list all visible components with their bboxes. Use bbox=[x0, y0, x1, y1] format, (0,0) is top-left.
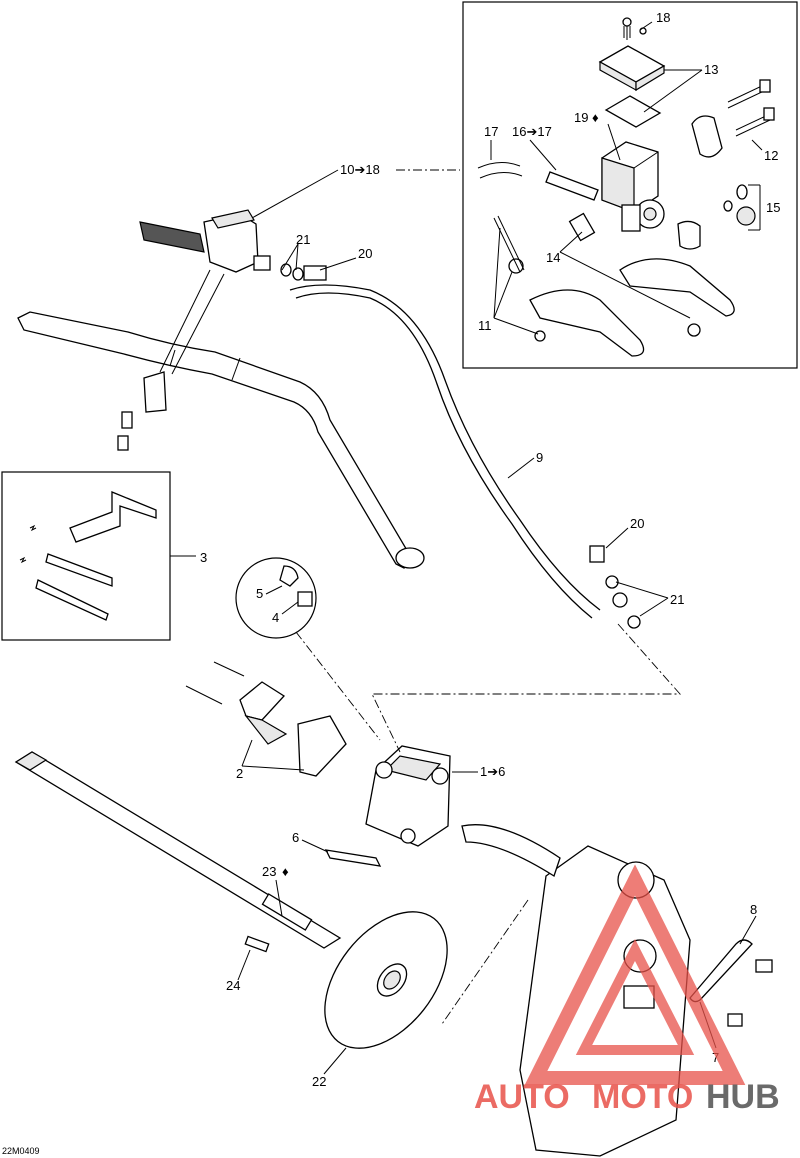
label-22: 22 bbox=[312, 1074, 326, 1089]
part-15-piston-kit bbox=[677, 184, 756, 250]
diagram-code: 22M0409 bbox=[2, 1146, 40, 1156]
label-19: 19 bbox=[574, 110, 588, 125]
brake-hose bbox=[289, 284, 601, 619]
label-11: 11 bbox=[478, 318, 492, 333]
label-15: 15 bbox=[766, 200, 780, 215]
automotohub-watermark: AUTO MOTO HUB bbox=[474, 864, 780, 1116]
caliper-assembly bbox=[324, 745, 451, 867]
master-cylinder-assembly bbox=[117, 209, 271, 451]
part-17-brake-switch bbox=[477, 162, 596, 242]
label-23: 23 bbox=[262, 864, 276, 879]
part-3-pin-kit-box bbox=[1, 471, 196, 641]
label-2: 2 bbox=[236, 766, 243, 781]
label-18: 18 bbox=[656, 10, 670, 25]
label-20-upper: 20 bbox=[358, 246, 372, 261]
part-22-brake-disc bbox=[324, 911, 448, 1049]
label-21-upper: 21 bbox=[296, 232, 310, 247]
label-17: 17 bbox=[484, 124, 498, 139]
label-5: 5 bbox=[256, 586, 263, 601]
part-12-clamp-bolts bbox=[691, 79, 775, 158]
label-1-6: 1➔6 bbox=[480, 764, 505, 779]
label-3: 3 bbox=[200, 550, 207, 565]
label-10-18: 10➔18 bbox=[340, 162, 380, 177]
oil-drop-icon-19: ♦ bbox=[592, 110, 599, 125]
part-11-brake-lever bbox=[493, 215, 735, 357]
label-20-lower: 20 bbox=[630, 516, 644, 531]
label-24: 24 bbox=[226, 978, 240, 993]
label-7: 7 bbox=[712, 1050, 719, 1065]
banjo-washers-lower bbox=[589, 545, 641, 629]
label-8: 8 bbox=[750, 902, 757, 917]
label-14: 14 bbox=[546, 250, 560, 265]
watermark-auto: AUTO bbox=[474, 1078, 570, 1116]
watermark-hub: HUB bbox=[706, 1078, 780, 1116]
label-16-17: 16➔17 bbox=[512, 124, 552, 139]
label-13: 13 bbox=[704, 62, 718, 77]
part-4-5-bleeder-detail bbox=[235, 557, 317, 639]
oil-drop-icon-23: ♦ bbox=[282, 864, 289, 879]
banjo-washers-upper bbox=[280, 263, 327, 281]
part-2-brake-pads bbox=[185, 661, 347, 777]
part-7-8-parking-lever bbox=[689, 915, 757, 1049]
part-24-key bbox=[244, 935, 270, 953]
label-21-lower: 21 bbox=[670, 592, 684, 607]
watermark-moto: MOTO bbox=[592, 1078, 693, 1116]
label-4: 4 bbox=[272, 610, 279, 625]
label-12: 12 bbox=[764, 148, 778, 163]
part-16-master-cylinder-body bbox=[545, 141, 665, 232]
handlebar bbox=[17, 311, 425, 569]
part-23-brake-shaft bbox=[14, 751, 342, 949]
part-18-screw bbox=[622, 17, 647, 40]
label-6: 6 bbox=[292, 830, 299, 845]
master-cylinder-detail-inset bbox=[462, 1, 798, 369]
watermark-triangle-logo bbox=[524, 864, 746, 1085]
part-13-reservoir-cover bbox=[598, 45, 666, 128]
label-9: 9 bbox=[536, 450, 543, 465]
